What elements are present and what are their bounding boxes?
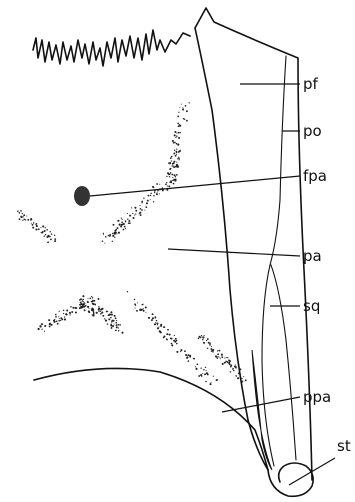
label-pf: pf [303, 75, 319, 93]
parietal-outline [195, 8, 312, 480]
label-st: st [337, 437, 351, 455]
label-pa: pa [303, 247, 322, 265]
postorbital-outline [262, 56, 286, 466]
label-sq: sq [303, 297, 320, 315]
label-ppa: ppa [303, 388, 331, 406]
pineal-foramen [74, 186, 90, 206]
leader-fpa [90, 176, 300, 196]
squamosal-outline [271, 265, 296, 460]
stipple-shading [17, 102, 247, 385]
label-po: po [303, 122, 322, 140]
leader-ppa [222, 397, 300, 412]
supratemporal-outline [268, 463, 313, 496]
skull-margin [34, 368, 268, 470]
label-fpa: fpa [303, 167, 327, 185]
suture-line [33, 30, 190, 66]
leader-pa [168, 249, 300, 256]
